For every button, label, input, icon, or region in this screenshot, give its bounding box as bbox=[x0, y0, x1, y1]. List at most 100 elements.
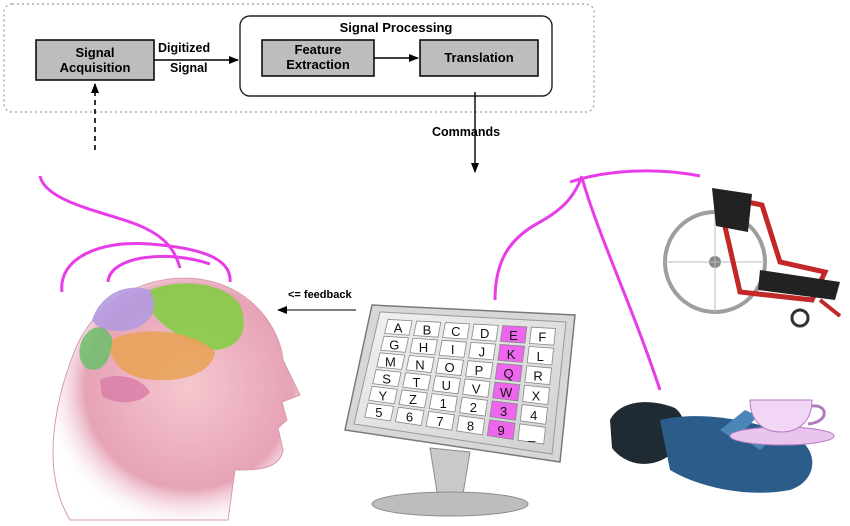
speller-cell-label: B bbox=[423, 322, 432, 337]
digitized-signal-label-2: Signal bbox=[170, 61, 208, 75]
speller-cell-label: N bbox=[415, 357, 424, 372]
speller-cell bbox=[494, 362, 523, 383]
brain-temporal bbox=[109, 331, 215, 381]
speller-cell bbox=[500, 325, 528, 344]
speller-cell-label: V bbox=[472, 382, 481, 397]
speller-cell-label: P bbox=[475, 363, 484, 378]
wheelchair-illustration bbox=[663, 188, 842, 328]
speller-cell-label: I bbox=[451, 342, 455, 357]
speller-cell bbox=[526, 346, 554, 366]
speller-cell bbox=[486, 419, 516, 440]
speller-cell bbox=[442, 322, 470, 340]
speller-cell-label: J bbox=[479, 345, 486, 360]
speller-cell-label: E bbox=[509, 328, 518, 343]
speller-cell-label: _ bbox=[527, 427, 536, 442]
wheelchair-footrest bbox=[818, 298, 842, 318]
device-wire-top bbox=[569, 169, 701, 184]
system-frame bbox=[3, 3, 595, 113]
digitized-signal-label: Digitized bbox=[158, 41, 210, 55]
speller-cell bbox=[517, 423, 546, 445]
speller-cell-label: X bbox=[532, 388, 541, 403]
speller-cell bbox=[409, 337, 438, 356]
brain-frontal bbox=[150, 283, 244, 350]
speller-cell-label: T bbox=[413, 375, 421, 390]
speller-cell bbox=[489, 400, 518, 421]
speller-cell-label: Y bbox=[378, 388, 387, 403]
brain-parietal bbox=[92, 287, 154, 331]
speller-cell bbox=[425, 410, 455, 431]
eeg-wire-main bbox=[38, 175, 182, 269]
monitor-base bbox=[371, 491, 529, 517]
speller-cell-label: 6 bbox=[406, 410, 413, 425]
speller-cell-label: Q bbox=[504, 366, 514, 381]
speller-cell-label: M bbox=[385, 354, 396, 369]
signal-acquisition-block bbox=[35, 39, 155, 81]
feature-extraction-block bbox=[261, 39, 375, 77]
translation-label: Translation bbox=[444, 50, 513, 65]
speller-cell bbox=[459, 396, 488, 417]
speller-cell-label: 1 bbox=[440, 396, 447, 411]
speller-cell bbox=[368, 385, 398, 405]
signal-processing-label: Signal Processing bbox=[340, 20, 453, 35]
eeg-wire-loop-2 bbox=[106, 254, 211, 283]
speller-cell bbox=[380, 335, 409, 353]
device-wire-monitor bbox=[493, 175, 584, 301]
speller-cell bbox=[462, 378, 491, 398]
speller-cell-label: 9 bbox=[497, 423, 504, 438]
speller-cell-label: L bbox=[537, 349, 544, 364]
speller-cell bbox=[398, 389, 428, 409]
speller-cell-label: K bbox=[507, 347, 516, 362]
speller-cell bbox=[529, 326, 556, 346]
translation-block bbox=[419, 39, 539, 77]
speller-cell-label: S bbox=[382, 371, 391, 386]
robot-forearm bbox=[610, 402, 685, 464]
brain-cerebellum bbox=[100, 376, 150, 403]
speller-cell bbox=[428, 393, 458, 413]
speller-cell bbox=[492, 381, 521, 402]
speller-cell bbox=[497, 344, 525, 363]
robot-finger bbox=[720, 410, 758, 440]
speller-cell-label: W bbox=[500, 385, 513, 400]
speller-cell bbox=[468, 341, 496, 361]
wheelchair-seat bbox=[758, 270, 840, 300]
speller-cell-label: Z bbox=[409, 392, 417, 407]
speller-cell-label: U bbox=[442, 378, 451, 393]
robotic-hand-illustration bbox=[610, 399, 835, 493]
feedback-label: <= feedback bbox=[288, 289, 352, 301]
speller-cell bbox=[364, 402, 395, 422]
brain-occipital bbox=[79, 327, 112, 370]
speller-cell-label: 2 bbox=[470, 400, 477, 415]
speller-cell-label: 7 bbox=[436, 414, 443, 429]
speller-cell bbox=[413, 320, 442, 338]
eeg-wire-loop bbox=[60, 241, 232, 293]
speller-cell bbox=[524, 365, 552, 386]
speller-cell bbox=[432, 375, 461, 395]
speller-cell bbox=[519, 404, 548, 425]
teacup bbox=[749, 399, 813, 433]
speller-cell bbox=[402, 372, 432, 391]
speller-cell-label: O bbox=[444, 360, 454, 375]
commands-label: Commands bbox=[432, 125, 500, 139]
speller-cell bbox=[376, 352, 406, 370]
wheelchair-frame bbox=[714, 192, 829, 303]
speller-cell bbox=[456, 415, 486, 436]
speller-cell-label: F bbox=[538, 330, 546, 345]
wheelchair-caster bbox=[790, 308, 810, 328]
speller-cell-label: H bbox=[419, 340, 428, 355]
speller-cell-label: D bbox=[480, 326, 489, 341]
speller-cell bbox=[384, 319, 413, 336]
speller-cell-label: 5 bbox=[375, 405, 382, 420]
speller-cell-label: A bbox=[394, 321, 403, 336]
speller-cell-label: G bbox=[389, 338, 399, 353]
speller-cell-label: R bbox=[533, 369, 542, 384]
speller-cell-label: 8 bbox=[467, 419, 474, 434]
speller-cell-label: 3 bbox=[500, 404, 507, 419]
speller-cell-label: 4 bbox=[530, 408, 537, 423]
speller-cell bbox=[405, 355, 435, 373]
speller-cell bbox=[465, 360, 494, 380]
